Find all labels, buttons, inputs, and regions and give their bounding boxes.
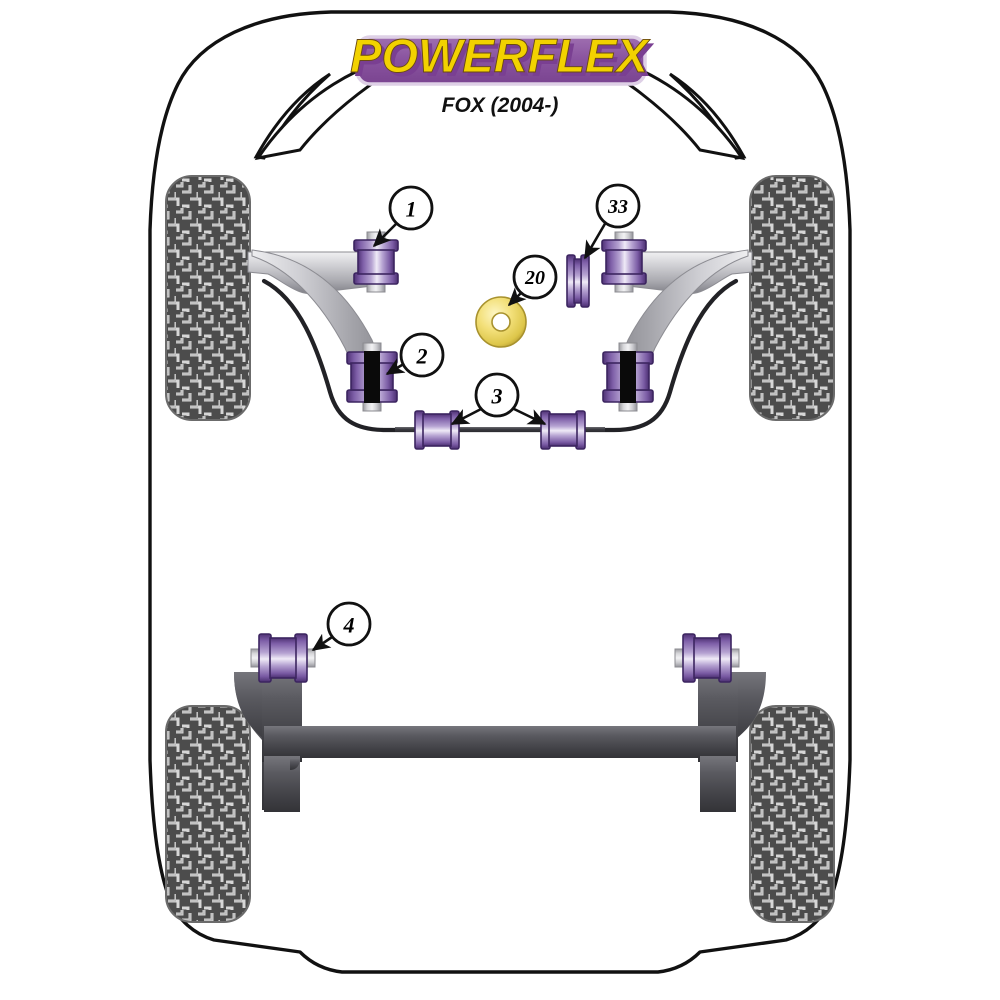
front-left-wishbone — [247, 249, 389, 383]
callout-1-leader — [372, 223, 397, 248]
callout-4[interactable]: 4 — [311, 601, 372, 652]
logo-text: POWERFLEX — [350, 29, 650, 82]
callout-3-leader-right — [511, 406, 547, 426]
callout-3-number: 3 — [491, 384, 503, 409]
bush-front-right-lower — [602, 342, 654, 412]
powerflex-logo: POWERFLEX POWERFLEX — [350, 29, 655, 86]
rear-right-tyre — [749, 705, 835, 923]
rear-torsion-beam — [234, 672, 766, 812]
rear-left-tyre — [165, 705, 251, 923]
callout-20[interactable]: 20 — [507, 254, 558, 307]
callout-20-number: 20 — [524, 267, 545, 289]
vehicle-model-label: FOX (2004-) — [442, 94, 559, 117]
callout-33[interactable]: 33 — [583, 183, 641, 260]
callout-1[interactable]: 1 — [372, 185, 434, 248]
bush-rear-left — [250, 633, 316, 683]
callout-1-number: 1 — [406, 197, 417, 222]
bush-front-right-upper — [601, 231, 647, 293]
bush-rear-right — [674, 633, 740, 683]
callout-2-circle[interactable] — [399, 332, 445, 378]
bush-front-left-lower — [346, 342, 398, 412]
callout-1-circle[interactable] — [388, 185, 434, 231]
front-anti-roll-bar — [261, 278, 739, 433]
front-right-tyre — [749, 175, 835, 421]
universal-washer — [475, 296, 527, 348]
callout-3-leader-left — [450, 406, 484, 426]
front-left-tyre — [165, 175, 251, 421]
callout-2[interactable]: 2 — [385, 332, 445, 378]
vehicle-body-outline — [148, 10, 852, 974]
bush-anti-roll-bar-link — [566, 254, 590, 308]
callout-33-number: 33 — [607, 196, 628, 218]
callout-2-number: 2 — [416, 344, 428, 369]
bush-anti-roll-bar-right — [540, 410, 586, 450]
callout-3[interactable]: 3 — [450, 372, 547, 426]
logo-banner — [355, 35, 647, 86]
bush-anti-roll-bar-left — [414, 410, 460, 450]
callout-3-circle[interactable] — [474, 372, 520, 418]
callout-4-circle[interactable] — [326, 601, 372, 647]
bush-front-left-upper — [353, 231, 399, 293]
callout-33-circle[interactable] — [595, 183, 641, 229]
callout-33-leader — [583, 221, 608, 260]
callout-4-number: 4 — [343, 613, 355, 638]
logo-text-shadow: POWERFLEX — [354, 33, 654, 86]
callout-20-circle[interactable] — [512, 254, 558, 300]
